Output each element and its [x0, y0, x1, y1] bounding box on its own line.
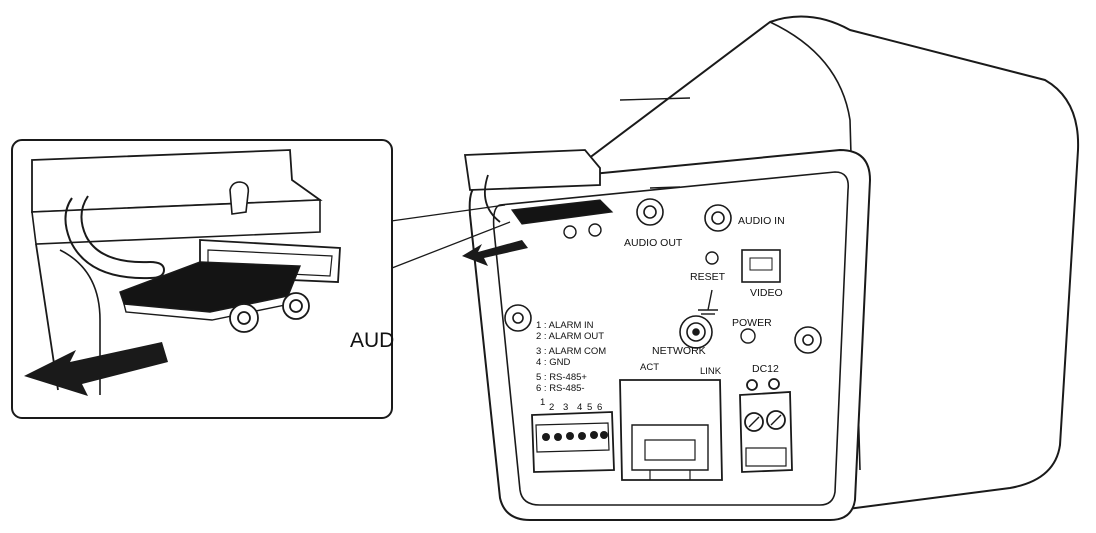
terminal-pin-5: 5 [587, 402, 592, 413]
power-label: POWER [732, 317, 772, 329]
terminal-block [531, 411, 615, 473]
terminal-block-screws [542, 431, 608, 441]
audio-in-label: AUDIO IN [738, 215, 785, 227]
legend-line-5: 5 : RS-485+ [536, 372, 587, 383]
audio-out-label: AUDIO OUT [624, 237, 683, 249]
camera-sd-screws [563, 223, 602, 239]
legend-line-2: 2 : ALARM OUT [536, 331, 604, 342]
ethernet-port [619, 379, 723, 481]
legend-line-3: 3 : ALARM COM [536, 346, 606, 357]
power-led [740, 328, 756, 344]
video-connector [741, 249, 781, 283]
audio-out-jack [636, 198, 664, 226]
camera-sd-bracket [463, 149, 601, 223]
audio-in-jack [704, 204, 732, 232]
terminal-pin-1: 1 [540, 397, 545, 408]
terminal-legend: 1 : ALARM IN 2 : ALARM OUT 3 : ALARM COM… [536, 320, 606, 394]
callout-screws [229, 292, 310, 333]
terminal-pin-numbers: 1 2 3 4 5 6 [540, 397, 602, 413]
legend-line-6: 6 : RS-485- [536, 383, 585, 394]
mounting-screw-right [794, 326, 822, 354]
reset-label: RESET [690, 271, 726, 283]
legend-line-4: 4 : GND [536, 357, 570, 368]
dc12-terminal [739, 378, 793, 473]
dc12-label: DC12 [752, 363, 779, 375]
camera-eject-arrow [462, 240, 528, 266]
link-label: LINK [700, 366, 722, 377]
terminal-pin-3: 3 [563, 402, 568, 413]
mounting-screw-left [504, 304, 532, 332]
video-label: VIDEO [750, 287, 783, 299]
network-port-knob [679, 315, 713, 349]
terminal-pin-6: 6 [597, 402, 602, 413]
callout-lines [383, 204, 511, 269]
ground-symbol-icon [698, 289, 718, 315]
camera-sd-card [510, 199, 614, 225]
legend-line-1: 1 : ALARM IN [536, 320, 594, 331]
terminal-pin-4: 4 [577, 402, 582, 413]
network-label: NETWORK [652, 345, 706, 357]
reset-button [705, 251, 719, 265]
terminal-pin-2: 2 [549, 402, 554, 413]
callout-eject-arrow [24, 342, 168, 396]
callout-audio-label-partial: AUD [350, 329, 394, 352]
act-label: ACT [640, 362, 659, 373]
